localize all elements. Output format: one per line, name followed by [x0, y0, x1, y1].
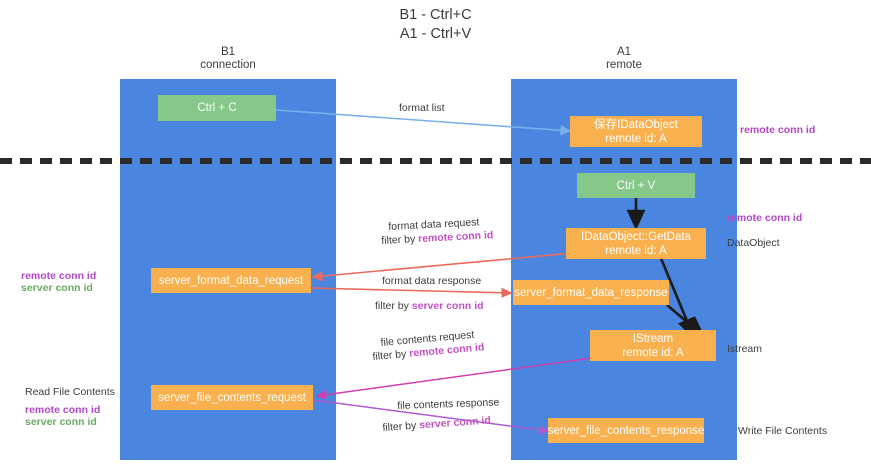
node-server-format-data-response[interactable]: server_format_data_response: [513, 280, 669, 305]
column-heading-a1: A1 remote: [606, 46, 642, 71]
filter-value-remote-conn-id: remote conn id: [417, 229, 494, 246]
filter-prefix: filter by: [375, 300, 412, 312]
filter-value-server-conn-id: server conn id: [418, 414, 492, 432]
edge-label-format-data-response-filter: filter by server conn id: [375, 299, 484, 313]
edge-format-data-response: [310, 287, 513, 298]
annotation-right-remote-conn-id-mid: remote conn id: [727, 212, 803, 224]
node-ctrl-c[interactable]: Ctrl + C: [158, 95, 276, 121]
annotation-left-server-conn-id-mid: server conn id: [21, 282, 93, 294]
annotation-right-istream: Istream: [727, 343, 763, 355]
node-server-file-contents-response[interactable]: server_file_contents_response: [548, 418, 704, 443]
filter-value-server-conn-id: server conn id: [411, 300, 484, 312]
node-ctrl-v[interactable]: Ctrl + V: [577, 173, 695, 198]
edge-label-format-list: format list: [399, 102, 445, 114]
filter-prefix: filter by: [382, 419, 420, 434]
diagram-title: B1 - Ctrl+C A1 - Ctrl+V: [399, 7, 472, 42]
annotation-right-remote-conn-id-top: remote conn id: [740, 124, 816, 136]
edge-label-file-contents-response: file contents response: [397, 396, 500, 412]
node-server-file-contents-request[interactable]: server_file_contents_request: [151, 385, 313, 410]
annotation-left-remote-conn-id-mid: remote conn id: [21, 270, 97, 282]
node-server-format-data-request[interactable]: server_format_data_request: [151, 268, 311, 293]
filter-prefix: filter by: [381, 233, 419, 247]
annotation-right-dataobject: DataObject: [727, 237, 780, 249]
annotation-left-read-file-contents: Read File Contents: [25, 386, 115, 398]
annotation-left-remote-conn-id-bottom: remote conn id: [25, 404, 101, 416]
filter-prefix: filter by: [372, 347, 410, 363]
edge-label-file-contents-response-filter: filter by server conn id: [382, 413, 491, 435]
node-idataobject-getdata[interactable]: IDataObject::GetData remote id: A: [566, 228, 706, 259]
annotation-left-server-conn-id-bottom: server conn id: [25, 416, 97, 428]
annotation-right-write-file-contents: Write File Contents: [738, 425, 828, 437]
edge-label-format-data-response: format data response: [382, 275, 482, 287]
node-save-idataobject[interactable]: 保存IDataObject remote id: A: [570, 116, 702, 147]
column-heading-b1: B1 connection: [200, 46, 256, 71]
node-istream[interactable]: IStream remote id: A: [590, 330, 716, 361]
section-divider: [0, 158, 871, 164]
